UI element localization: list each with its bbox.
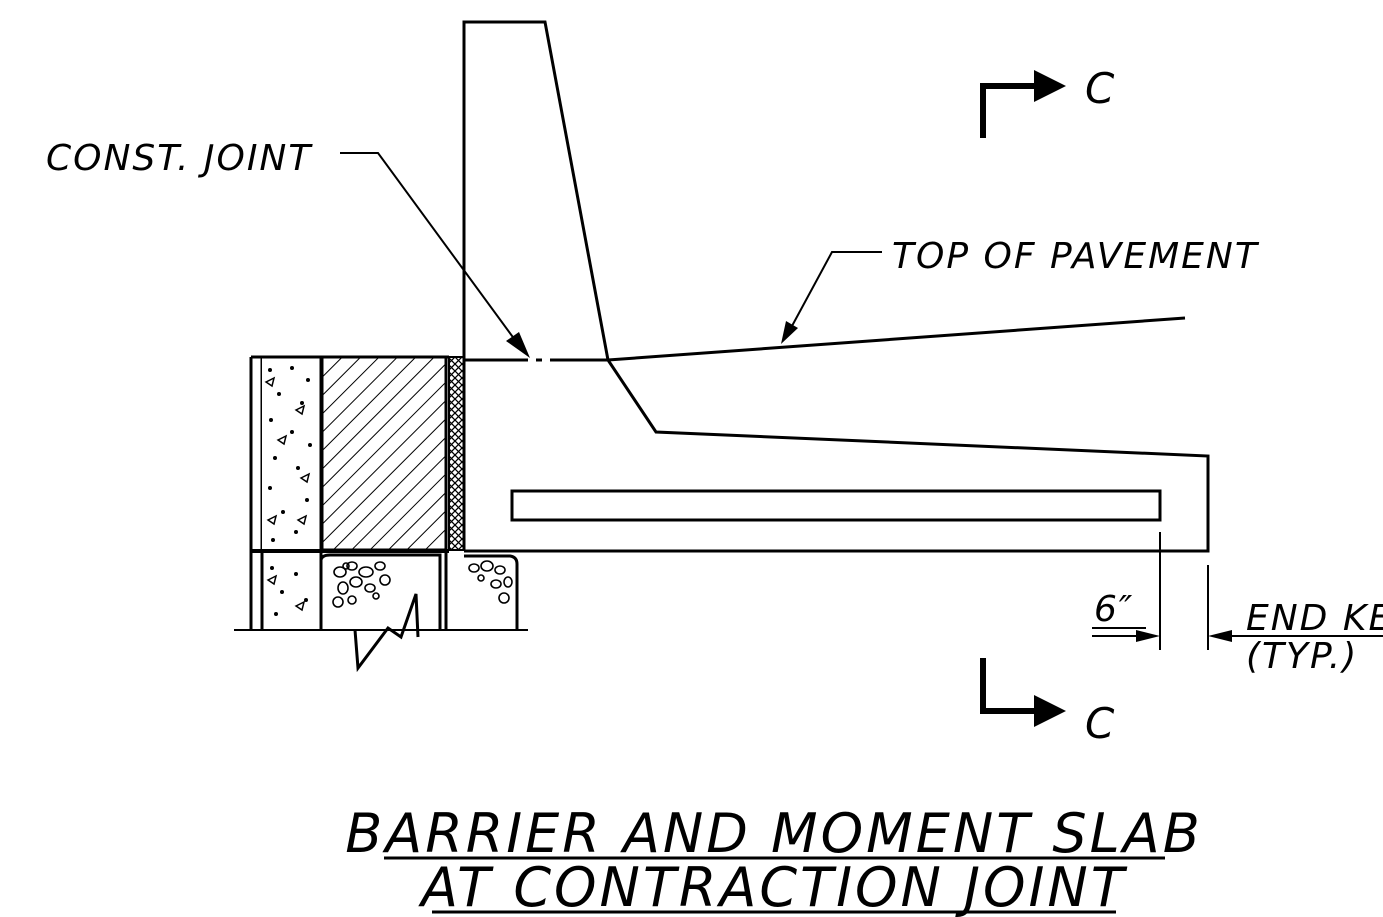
dimension-6in <box>1092 532 1245 650</box>
end-key-typ-label: (TYP.) <box>1246 636 1358 677</box>
reinforcing-bar <box>510 489 1162 522</box>
dimension-label: 6″ <box>1094 589 1134 630</box>
title-line2: AT CONTRACTION JOINT <box>418 856 1128 917</box>
section-cut-bottom <box>980 658 1066 727</box>
const-joint-label: CONST. JOINT <box>46 138 313 179</box>
hatched-filler <box>320 355 448 552</box>
top-of-pavement-leader <box>781 251 882 344</box>
gravel-right <box>464 554 519 630</box>
section-label-bottom: C <box>1085 699 1116 748</box>
const-joint-leader <box>340 152 530 358</box>
top-of-pavement-line <box>607 316 1186 362</box>
top-of-pavement-label: TOP OF PAVEMENT <box>892 236 1260 277</box>
barrier-slab-outline <box>462 20 1210 553</box>
gravel-left <box>319 553 442 630</box>
concrete-aggregate-fill <box>264 366 312 616</box>
break-line <box>353 593 420 673</box>
crosshatch-strip <box>448 356 465 551</box>
end-key-label: END KEY <box>1246 598 1383 639</box>
section-cut-top <box>980 70 1066 138</box>
title-line1: BARRIER AND MOMENT SLAB <box>345 802 1203 865</box>
section-label-top: C <box>1085 64 1116 113</box>
